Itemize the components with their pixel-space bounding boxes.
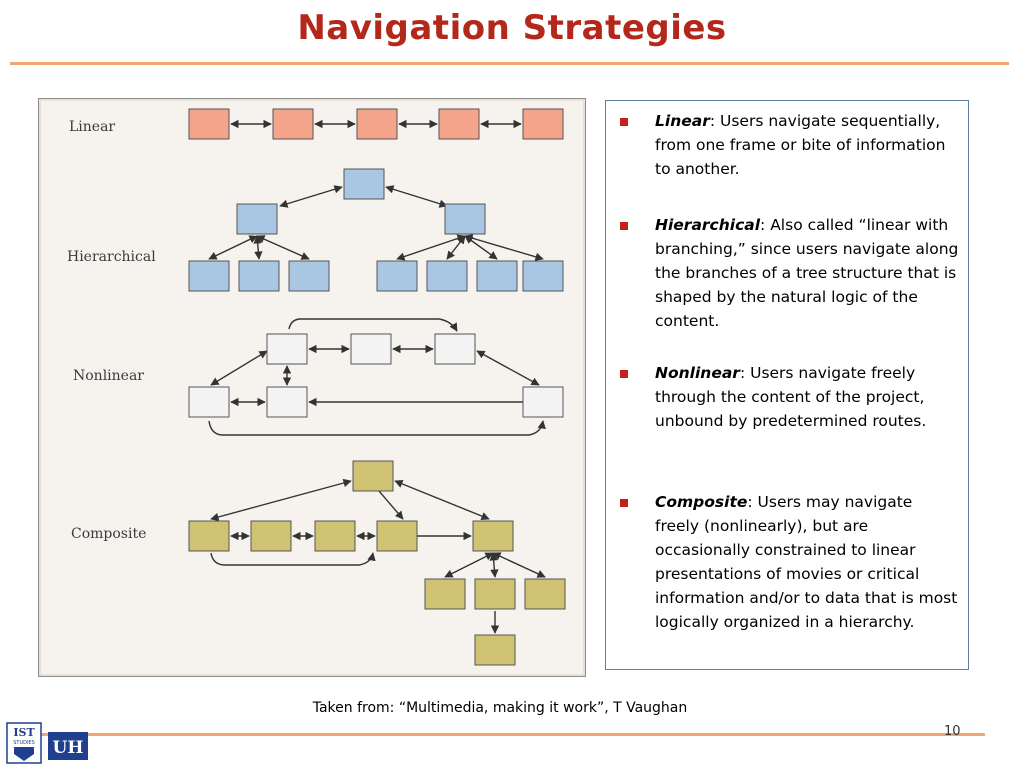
link-arrow	[208, 420, 546, 436]
link-arrow	[444, 552, 494, 578]
bullet-square-icon	[620, 118, 628, 126]
hierarchical-node-box	[238, 260, 280, 292]
bullet-square-icon	[620, 499, 628, 507]
bullet-text: Users may navigate freely (nonlinearly),…	[655, 493, 958, 631]
nonlinear-node-box	[188, 386, 230, 418]
definitions-panel: Linear: Users navigate sequentially, fro…	[605, 100, 969, 670]
hierarchical-node-box	[476, 260, 518, 292]
link-arrow	[489, 552, 499, 578]
bullet-text: Users navigate freely through the conten…	[655, 364, 927, 430]
slide-title: Navigation Strategies	[297, 8, 727, 48]
link-arrow	[394, 479, 490, 521]
bullet-linear: Linear: Users navigate sequentially, fro…	[620, 109, 960, 181]
link-arrow	[464, 235, 498, 260]
composite-node-box	[524, 578, 566, 610]
nonlinear-node-box	[522, 386, 564, 418]
link-arrow	[210, 350, 268, 386]
bullet-text: Also called “linear with branching,” sin…	[655, 216, 959, 330]
link-arrow	[464, 234, 544, 261]
nonlinear-node-box	[434, 333, 476, 365]
hierarchical-node-box	[288, 260, 330, 292]
hierarchical-node-box	[376, 260, 418, 292]
nonlinear-node-box	[266, 386, 308, 418]
link-arrow	[476, 350, 540, 386]
ist-logo: IST STUDIES	[6, 722, 42, 764]
label-linear: Linear	[69, 119, 115, 135]
bullet-text: Users navigate sequentially, from one fr…	[655, 112, 946, 178]
linear-node-box	[272, 108, 314, 140]
hierarchical-node-box	[343, 168, 385, 200]
label-nonlinear: Nonlinear	[73, 368, 144, 384]
hierarchical-node-box	[426, 260, 468, 292]
composite-node-box	[472, 520, 514, 552]
source-caption: Taken from: “Multimedia, making it work”…	[312, 700, 688, 716]
bullet-term: Hierarchical	[655, 216, 761, 234]
linear-node-box	[188, 108, 230, 140]
link-arrow	[279, 185, 343, 208]
label-composite: Composite	[71, 526, 146, 542]
bullet-square-icon	[620, 222, 628, 230]
title-divider	[10, 62, 1009, 65]
composite-node-box	[352, 460, 394, 492]
nonlinear-node-box	[266, 333, 308, 365]
bullet-separator: :	[709, 112, 720, 130]
bullet-square-icon	[620, 370, 628, 378]
bullet-term: Nonlinear	[655, 364, 740, 382]
hierarchical-node-box	[236, 203, 278, 235]
link-arrow	[492, 552, 546, 578]
bullet-hierarchical: Hierarchical: Also called “linear with b…	[620, 213, 960, 333]
link-arrow	[396, 234, 466, 261]
bullet-composite: Composite: Users may navigate freely (no…	[620, 490, 960, 634]
bullet-separator: :	[760, 216, 771, 234]
link-arrow	[446, 235, 466, 260]
bullet-separator: :	[739, 364, 751, 382]
composite-node-box	[314, 520, 356, 552]
hierarchical-node-box	[188, 260, 230, 292]
composite-node-box	[474, 578, 516, 610]
link-arrow	[385, 185, 448, 208]
uh-logo-text: UH	[53, 738, 84, 758]
link-arrow	[210, 552, 376, 566]
footer-divider	[40, 733, 985, 736]
composite-node-box	[474, 634, 516, 666]
composite-node-box	[250, 520, 292, 552]
link-arrow	[288, 318, 458, 332]
nonlinear-node-box	[350, 333, 392, 365]
bullet-term: Composite	[655, 493, 748, 511]
link-arrow	[378, 490, 404, 520]
uh-logo: UH	[48, 732, 88, 760]
link-arrow	[208, 235, 258, 260]
hierarchical-node-box	[444, 203, 486, 235]
link-arrow	[210, 478, 352, 522]
page-number: 10	[944, 724, 961, 739]
link-arrow	[253, 235, 263, 260]
ist-logo-subtext: STUDIES	[13, 740, 35, 746]
hierarchical-node-box	[522, 260, 564, 292]
bullet-term: Linear	[655, 112, 710, 130]
navigation-diagram: Linear Hierarchical Nonlinear Composite	[67, 108, 566, 666]
composite-node-box	[424, 578, 466, 610]
linear-node-box	[522, 108, 564, 140]
linear-node-box	[356, 108, 398, 140]
label-hierarchical: Hierarchical	[67, 249, 156, 265]
institution-logos: IST STUDIES UH	[6, 722, 88, 764]
ist-logo-text: IST	[13, 726, 35, 739]
navigation-diagram-figure: Linear Hierarchical Nonlinear Composite	[38, 98, 586, 677]
bullet-separator: :	[747, 493, 758, 511]
composite-node-box	[188, 520, 230, 552]
bullet-nonlinear: Nonlinear: Users navigate freely through…	[620, 361, 960, 433]
composite-node-box	[376, 520, 418, 552]
link-arrow	[256, 235, 310, 260]
linear-node-box	[438, 108, 480, 140]
